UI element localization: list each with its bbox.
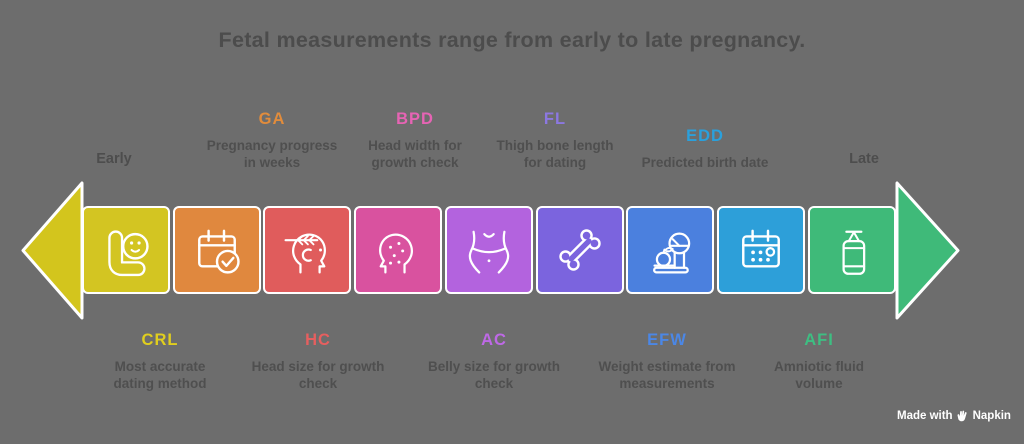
label-edd-acronym: EDD <box>686 127 724 145</box>
label-ac-acronym: AC <box>481 331 507 349</box>
label-bpd: BPD Head width for growth check <box>358 110 472 171</box>
page-title: Fetal measurements range from early to l… <box>218 28 806 52</box>
label-efw: EFW Weight estimate from measurements <box>596 331 738 392</box>
made-with-napkin-badge: Made with Napkin <box>897 410 1011 422</box>
calendar-date-icon <box>742 229 780 268</box>
segment-hc <box>263 206 351 294</box>
arrowhead-left <box>21 181 84 320</box>
label-ga: GA Pregnancy progress in weeks <box>201 110 343 171</box>
segment-efw <box>626 206 714 294</box>
timeline-endpoint-late: Late <box>849 151 879 167</box>
label-ga-acronym: GA <box>258 110 286 128</box>
label-crl: CRL Most accurate dating method <box>104 331 216 392</box>
segment-fl <box>536 206 624 294</box>
head-dots-icon <box>379 233 414 274</box>
fluid-bag-icon <box>842 230 866 275</box>
label-ac: AC Belly size for growth check <box>418 331 570 392</box>
segment-ga <box>173 206 261 294</box>
label-hc-description: Head size for growth check <box>251 359 385 391</box>
segment-edd <box>717 206 805 294</box>
fetus-icon <box>108 230 149 277</box>
label-edd-description: Predicted birth date <box>641 155 769 170</box>
label-fl-acronym: FL <box>543 110 567 128</box>
segment-ac <box>445 206 533 294</box>
napkin-hand-icon <box>957 410 967 422</box>
segment-bpd <box>354 206 442 294</box>
head-measure-icon <box>284 233 326 274</box>
label-afi: AFI Amniotic fluid volume <box>768 331 870 392</box>
bone-icon <box>559 229 601 271</box>
label-hc: HC Head size for growth check <box>242 331 394 392</box>
label-crl-acronym: CRL <box>141 331 179 349</box>
arrowhead-right-shape <box>895 181 960 320</box>
label-hc-acronym: HC <box>305 331 331 349</box>
belly-icon <box>468 230 510 274</box>
label-ga-description: Pregnancy progress in weeks <box>206 138 338 170</box>
calendar-check-icon <box>198 229 240 274</box>
label-edd: EDD Predicted birth date <box>620 127 790 171</box>
segment-crl <box>82 206 170 294</box>
label-afi-description: Amniotic fluid volume <box>774 359 864 391</box>
badge-prefix-text: Made with <box>897 410 953 422</box>
label-crl-description: Most accurate dating method <box>113 359 207 391</box>
label-fl: FL Thigh bone length for dating <box>489 110 621 171</box>
arrowhead-right <box>895 181 960 320</box>
timeline-endpoint-early: Early <box>96 151 132 167</box>
label-fl-description: Thigh bone length for dating <box>496 138 614 170</box>
segment-afi <box>808 206 896 294</box>
badge-brand-text: Napkin <box>972 410 1011 422</box>
arrowhead-left-shape <box>21 181 84 320</box>
label-afi-acronym: AFI <box>804 331 834 349</box>
label-ac-description: Belly size for growth check <box>427 359 561 391</box>
label-efw-description: Weight estimate from measurements <box>598 359 736 391</box>
label-bpd-acronym: BPD <box>396 110 434 128</box>
label-bpd-description: Head width for growth check <box>368 138 462 170</box>
label-efw-acronym: EFW <box>647 331 687 349</box>
scale-icon <box>653 232 691 274</box>
